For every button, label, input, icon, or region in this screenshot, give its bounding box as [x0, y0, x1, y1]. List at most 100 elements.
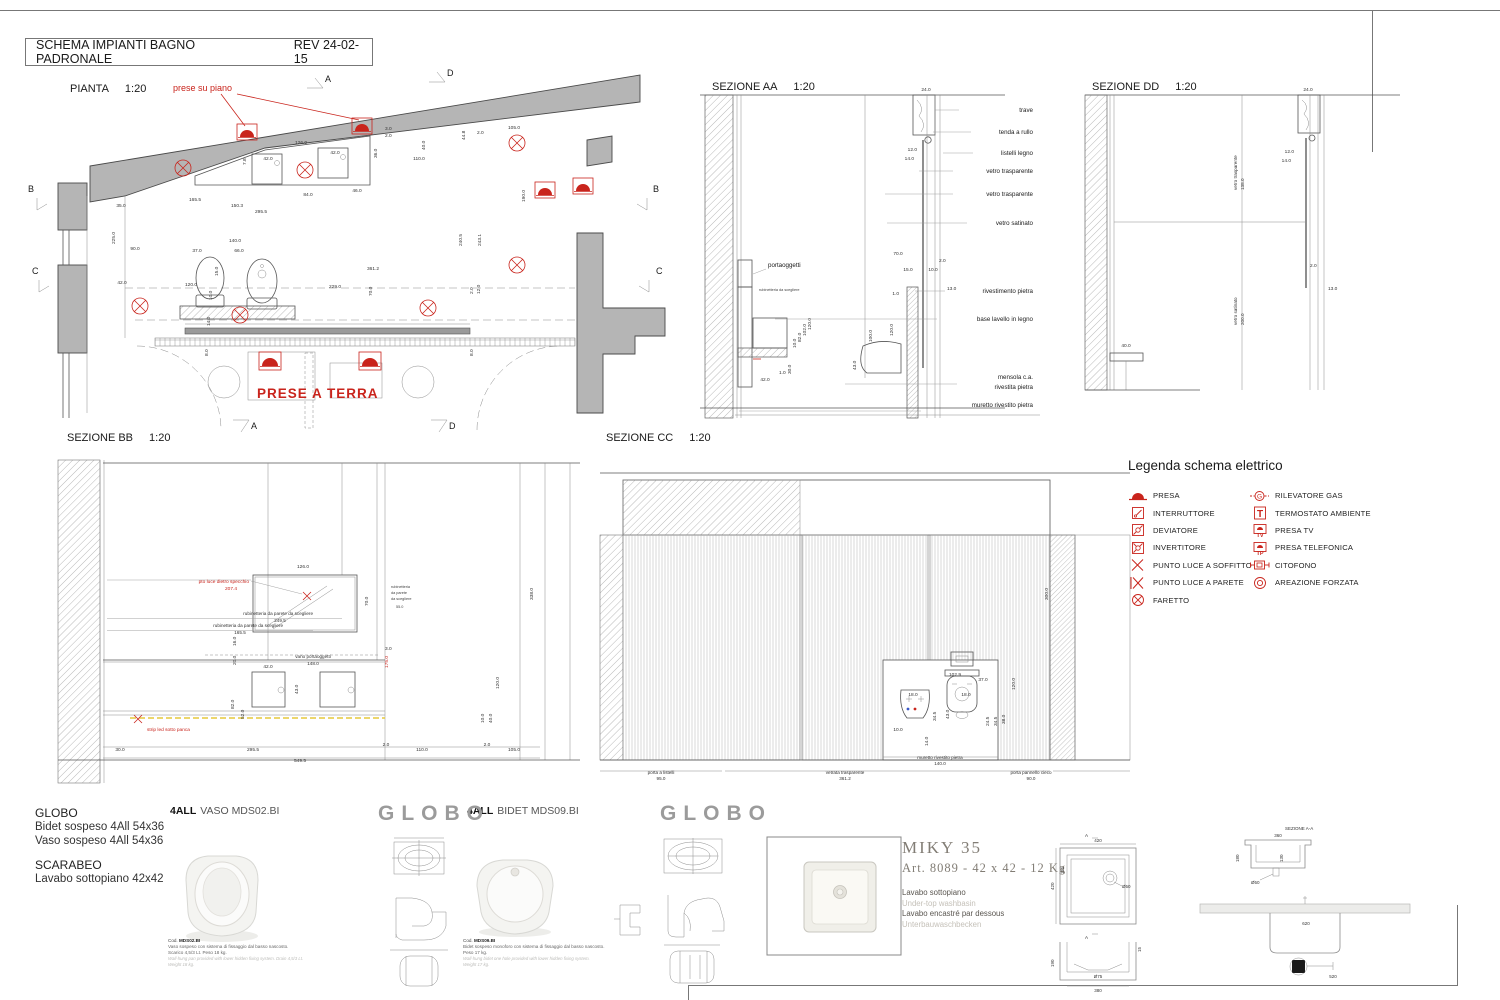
legend-label: PRESA TV — [1275, 525, 1314, 535]
legend-label: DEVIATORE — [1153, 525, 1198, 535]
miky-art: Art. 8089 - 42 x 42 - 12 Kg — [902, 861, 1067, 875]
dim-label: 40.0 — [488, 713, 494, 723]
dim-label: 243.1 — [477, 234, 483, 246]
section-marker-d: D — [449, 421, 456, 431]
dim-label: 520 — [1329, 974, 1337, 979]
presa_tp-icon: TP — [1253, 541, 1267, 557]
wall-step — [586, 135, 613, 167]
legend-label: RILEVATORE GAS — [1275, 491, 1343, 501]
dim-label: 30.0 — [115, 747, 125, 753]
interruttore-icon — [1132, 507, 1144, 520]
dim-label: 52.0 — [240, 709, 246, 719]
termostato-icon: T — [1254, 506, 1266, 520]
dim-label: 82.0 — [797, 332, 803, 342]
label-sezione-aa-detail: SEZIONE A-A — [1285, 826, 1313, 831]
dim-label: 42.0 — [760, 377, 770, 383]
vaso-cod-block: Cod. MDS02.BI Vaso sospeso con sistema d… — [168, 938, 398, 968]
bb-labels: pto luce dietro specchio207.4rubinetteri… — [115, 564, 535, 764]
dim-label: 15.0 — [903, 267, 913, 273]
dim-label: Ø50 — [1251, 880, 1260, 885]
text-line: Lavabo encastré par dessous — [902, 909, 1005, 918]
wc-elevation — [944, 669, 980, 719]
dim-label: 110.0 — [416, 747, 428, 753]
vaso-photo — [185, 855, 259, 942]
door-panel — [1074, 534, 1131, 761]
dim-label: 10.0 — [792, 338, 798, 348]
svg-text:G: G — [1257, 493, 1262, 500]
text-line: Under-top washbasin — [902, 898, 976, 908]
legend-label: TERMOSTATO AMBIENTE — [1275, 508, 1371, 518]
dim-label: 38.0 — [1001, 714, 1007, 724]
dim-label: vetro trasparente — [986, 168, 1033, 175]
dim-label: 165.5 — [189, 197, 201, 203]
svg-text:TV: TV — [1256, 533, 1263, 539]
legend-label: AREAZIONE FORZATA — [1275, 578, 1359, 588]
note-portaoggetti: portaoggetti — [768, 262, 801, 269]
dim-label: 8.0 — [469, 349, 475, 356]
dim-label: 120.0 — [889, 324, 895, 336]
dim-label: 34.5 — [993, 716, 999, 726]
presa-symbols-terra — [258, 351, 382, 371]
dim-label: 44.8 — [461, 130, 467, 140]
shelf — [1109, 352, 1144, 362]
dim-label: 46.0 — [352, 188, 362, 194]
section-marker-b: B — [653, 184, 659, 194]
dim-label: rivestita pietra — [994, 384, 1033, 391]
miky-name: MIKY 35 — [902, 838, 982, 857]
dim-label: base lavello in legno — [977, 316, 1034, 323]
text-line: Weight 18 kg. — [168, 962, 195, 967]
rilevatore-icon: G — [1250, 490, 1269, 501]
stone-wall — [1049, 534, 1076, 761]
dim-label: 138.0 — [1240, 178, 1245, 190]
dim-label: 420 — [1094, 838, 1102, 843]
dim-label: 2.0 — [484, 742, 491, 748]
glass-panel — [622, 534, 801, 761]
dim-label: 10.0 — [208, 290, 214, 300]
dim-label: 84.0 — [303, 192, 313, 198]
dim-label: 40.0 — [421, 140, 427, 150]
dim-label: 1.0 — [779, 370, 786, 376]
note-pto-luce: pto luce dietro specchio — [199, 579, 250, 585]
dim-label: 82.0 — [230, 699, 236, 709]
dim-label: 55.0 — [396, 605, 403, 609]
citofono-icon — [1250, 560, 1270, 570]
dim-label: 380 — [1094, 988, 1102, 993]
text-line: Weight 17 kg. — [463, 962, 490, 967]
dim-label: 249.5 — [274, 618, 286, 623]
dim-label: vetro trasparente — [1233, 155, 1238, 190]
dim-label: 13.0 — [947, 286, 957, 292]
dim-label: A — [1085, 935, 1088, 940]
dim-label: 300.0 — [1044, 588, 1050, 600]
dim-label: 126.0 — [295, 140, 307, 146]
vanity-drawer — [251, 671, 286, 708]
dim-label: 229.0 — [329, 284, 341, 290]
table-plan — [247, 351, 316, 401]
legend-item-interruttore: INTERRUTTORE — [1128, 504, 1250, 521]
trave-box — [1297, 94, 1321, 134]
wall-hatched-left — [599, 534, 624, 761]
bidet-photo — [476, 859, 554, 937]
dim-label: tenda a rullo — [999, 129, 1034, 136]
dim-label: da scegliere — [391, 597, 411, 601]
dim-label: 15.0 — [214, 266, 220, 276]
dim-label: 70.0 — [893, 251, 903, 257]
svg-text:TP: TP — [1256, 551, 1263, 557]
dim-label: 620 — [1302, 921, 1310, 926]
wall-hatched — [704, 94, 734, 419]
legend-item-deviatore: DEVIATORE — [1128, 522, 1250, 539]
dim-label: 105.0 — [508, 747, 520, 753]
text-line: Wall-hung pan provided with lower hidden… — [168, 956, 304, 961]
dim-label: 24.0 — [921, 87, 931, 93]
sheet-border-bottom — [688, 985, 1458, 986]
section-marker-b: B — [28, 184, 34, 194]
